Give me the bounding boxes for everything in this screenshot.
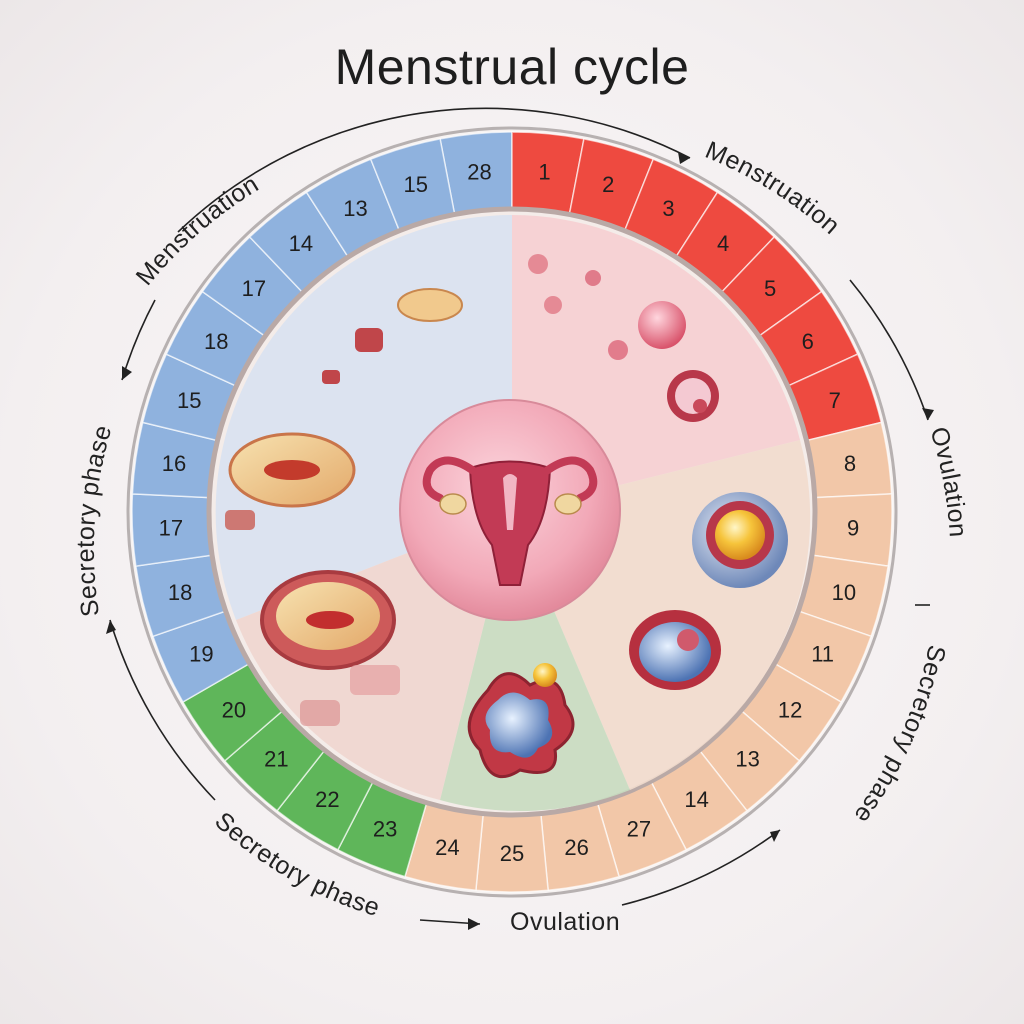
day-number: 17 xyxy=(242,276,266,301)
day-number: 11 xyxy=(811,641,834,666)
day-number: 15 xyxy=(177,388,201,413)
uterus-icon xyxy=(400,400,620,620)
day-number: 16 xyxy=(162,451,186,476)
day-number: 24 xyxy=(435,835,459,860)
day-number: 5 xyxy=(764,276,776,301)
day-number: 14 xyxy=(684,787,708,812)
day-number: 26 xyxy=(564,835,588,860)
day-number: 28 xyxy=(467,160,491,185)
day-number: 27 xyxy=(627,817,651,842)
day-number: 17 xyxy=(159,516,183,541)
day-number: 15 xyxy=(404,172,428,197)
day-number: 12 xyxy=(778,698,802,723)
day-number: 8 xyxy=(844,451,856,476)
day-number: 21 xyxy=(264,747,288,772)
day-number: 10 xyxy=(832,580,856,605)
label-ovulation-bottom: Ovulation xyxy=(510,908,620,936)
day-number: 13 xyxy=(735,747,759,772)
day-number: 22 xyxy=(315,787,339,812)
label-secretory-left: Secretory phase xyxy=(72,422,118,619)
day-number: 23 xyxy=(373,817,397,842)
day-number: 4 xyxy=(717,231,729,256)
day-number: 7 xyxy=(829,388,841,413)
day-number: 18 xyxy=(204,329,228,354)
day-number: 20 xyxy=(222,698,246,723)
day-number: 19 xyxy=(189,641,213,666)
day-number: 13 xyxy=(343,196,367,221)
day-number: 3 xyxy=(662,196,674,221)
label-secretory-right: Secretory phase xyxy=(848,643,951,829)
day-number: 25 xyxy=(500,841,524,866)
day-number: 9 xyxy=(847,516,859,541)
day-number: 2 xyxy=(602,172,614,197)
day-number: 1 xyxy=(538,160,550,185)
day-number: 18 xyxy=(168,580,192,605)
day-number: 6 xyxy=(802,329,814,354)
day-number: 14 xyxy=(289,231,313,256)
label-ovulation-right: Ovulation xyxy=(924,424,972,539)
